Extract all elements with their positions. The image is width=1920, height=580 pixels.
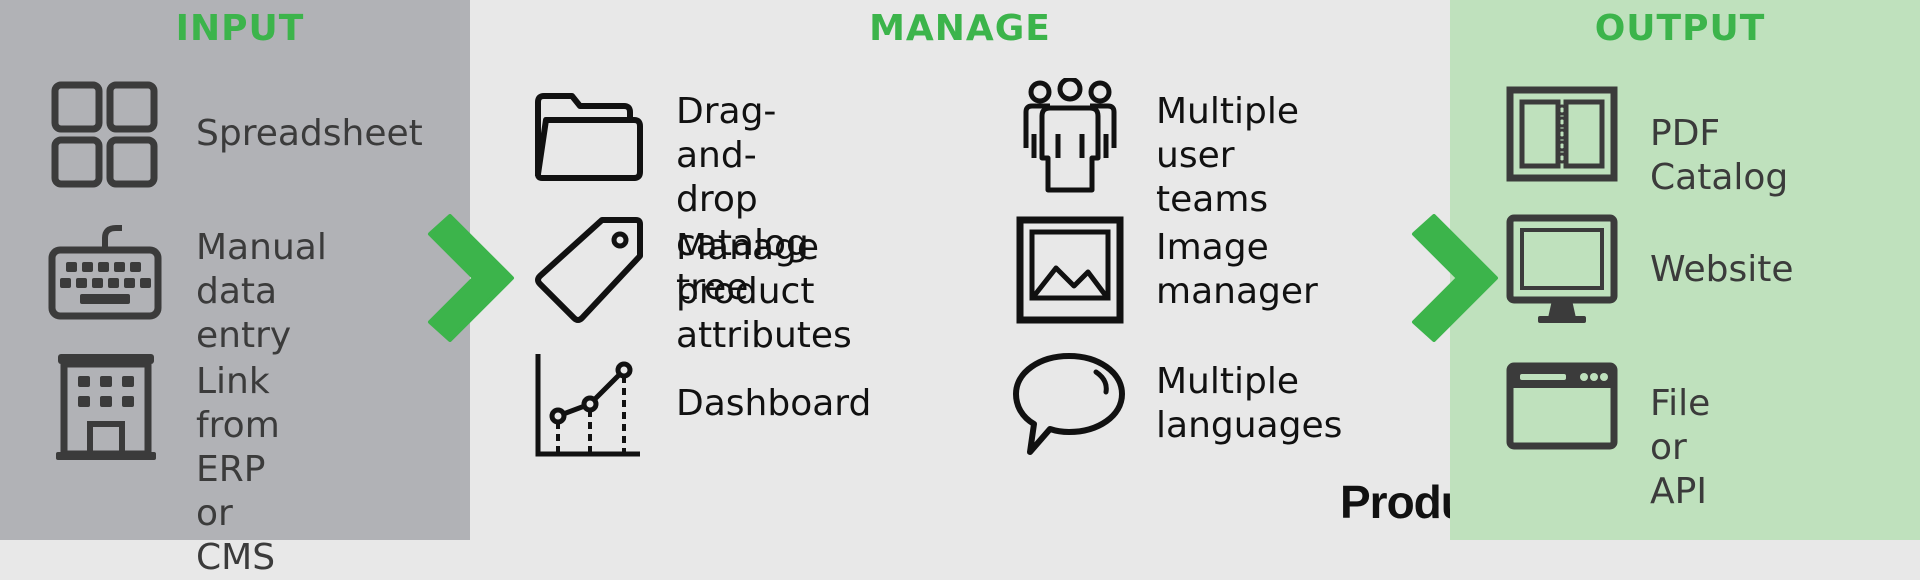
office-building-icon (56, 352, 156, 462)
monitor-icon (1506, 214, 1618, 326)
input-label-manual-entry: Manual data entry (196, 227, 327, 356)
speech-bubble-icon (1010, 350, 1128, 458)
keyboard-icon (48, 222, 162, 322)
output-label-file-api: File or API (1650, 383, 1711, 512)
input-heading: INPUT (175, 8, 305, 49)
manage-label-attributes: Manage product attributes (676, 227, 852, 356)
spreadsheet-grid-icon (50, 80, 160, 190)
output-heading: OUTPUT (1594, 8, 1766, 49)
flow-arrow-input-to-manage (428, 214, 514, 342)
output-label-website: Website (1650, 249, 1794, 290)
manage-panel: MANAGE Drag-and-drop catalog tree Multip… (470, 0, 1532, 540)
output-label-pdf-catalog: PDF Catalog (1650, 113, 1789, 198)
manage-heading: MANAGE (869, 8, 1051, 49)
user-group-icon (1018, 78, 1122, 194)
manage-label-user-teams: Multiple user teams (1156, 91, 1299, 220)
input-label-erp-cms: Link from ERP or CMS (196, 361, 280, 578)
manage-label-languages: Multiple languages (1156, 361, 1343, 446)
input-panel: INPUT Spreadsheet (0, 0, 470, 578)
tag-icon (532, 214, 644, 326)
line-chart-icon (532, 350, 644, 460)
flow-arrow-manage-to-output (1412, 214, 1498, 342)
manage-label-dashboard: Dashboard (676, 383, 872, 424)
manage-label-catalog-tree: Drag-and-drop catalog tree (676, 91, 809, 308)
manage-label-image-manager: Image manager (1156, 227, 1318, 312)
image-icon (1016, 216, 1124, 324)
catalog-book-icon (1506, 86, 1618, 182)
browser-window-icon (1506, 362, 1618, 450)
output-panel: OUTPUT PDF Catalog Website (1450, 0, 1920, 540)
folder-icon (532, 90, 644, 182)
input-label-spreadsheet: Spreadsheet (196, 113, 423, 154)
